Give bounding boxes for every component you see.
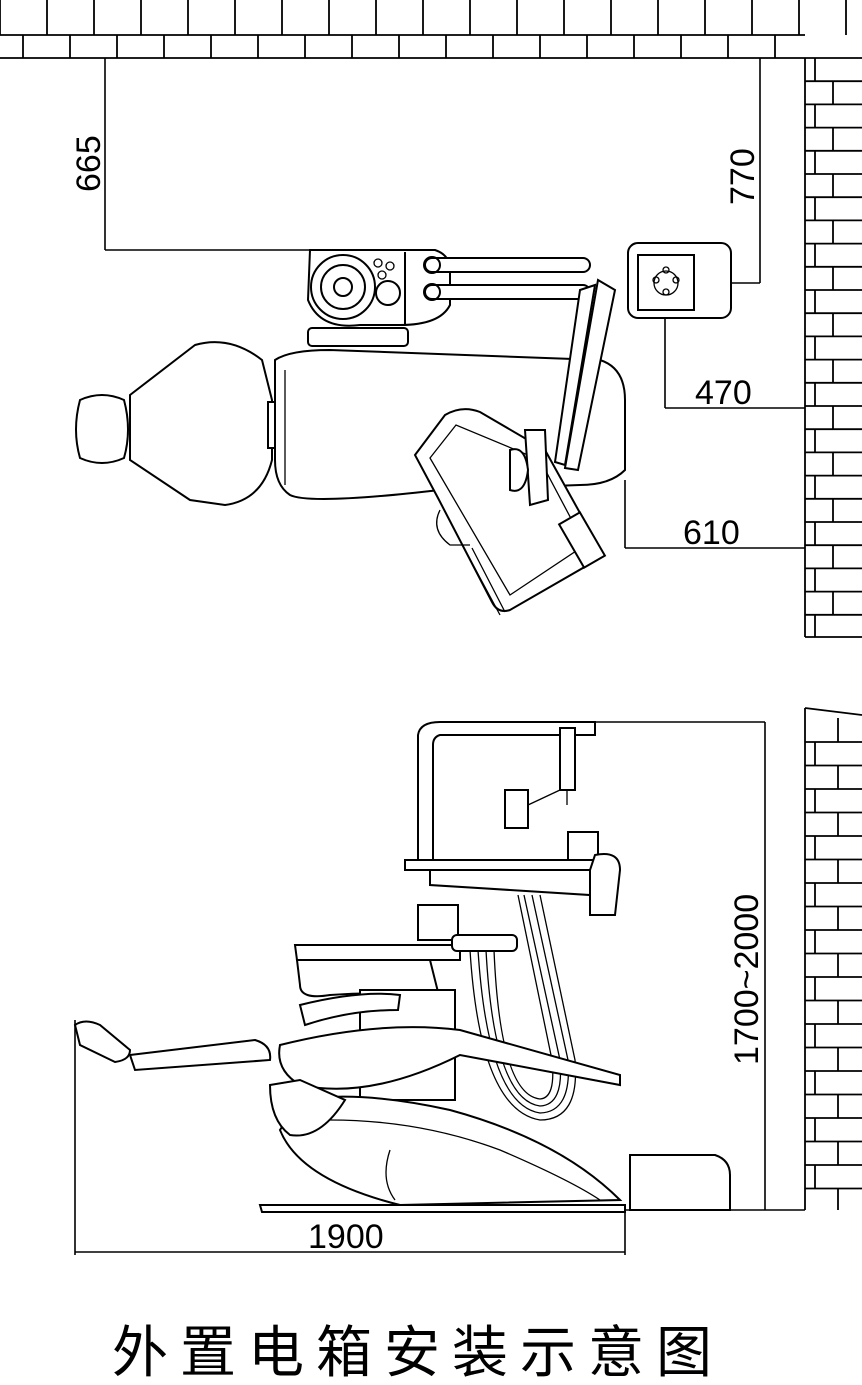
- side-view-dimensions: [74, 721, 805, 1255]
- right-brick-wall-upper: [805, 57, 862, 638]
- dental-chair-top-view: [75, 249, 626, 616]
- dim-1900: 1900: [308, 1218, 384, 1256]
- electric-box-top-view: [627, 242, 732, 319]
- dim-610: 610: [683, 514, 740, 552]
- dim-1700-2000: 1700~2000: [728, 894, 766, 1065]
- top-view-dimensions: [104, 58, 805, 549]
- brick-line: [804, 707, 862, 716]
- right-brick-wall-lower: [804, 707, 862, 1210]
- dental-chair-side-view: [73, 721, 731, 1213]
- diagram-title: 外置电箱安装示意图: [112, 1321, 724, 1385]
- dim-470: 470: [695, 374, 752, 412]
- dim-770: 770: [724, 148, 762, 205]
- top-brick-wall: [0, 0, 847, 637]
- dim-665: 665: [70, 135, 108, 192]
